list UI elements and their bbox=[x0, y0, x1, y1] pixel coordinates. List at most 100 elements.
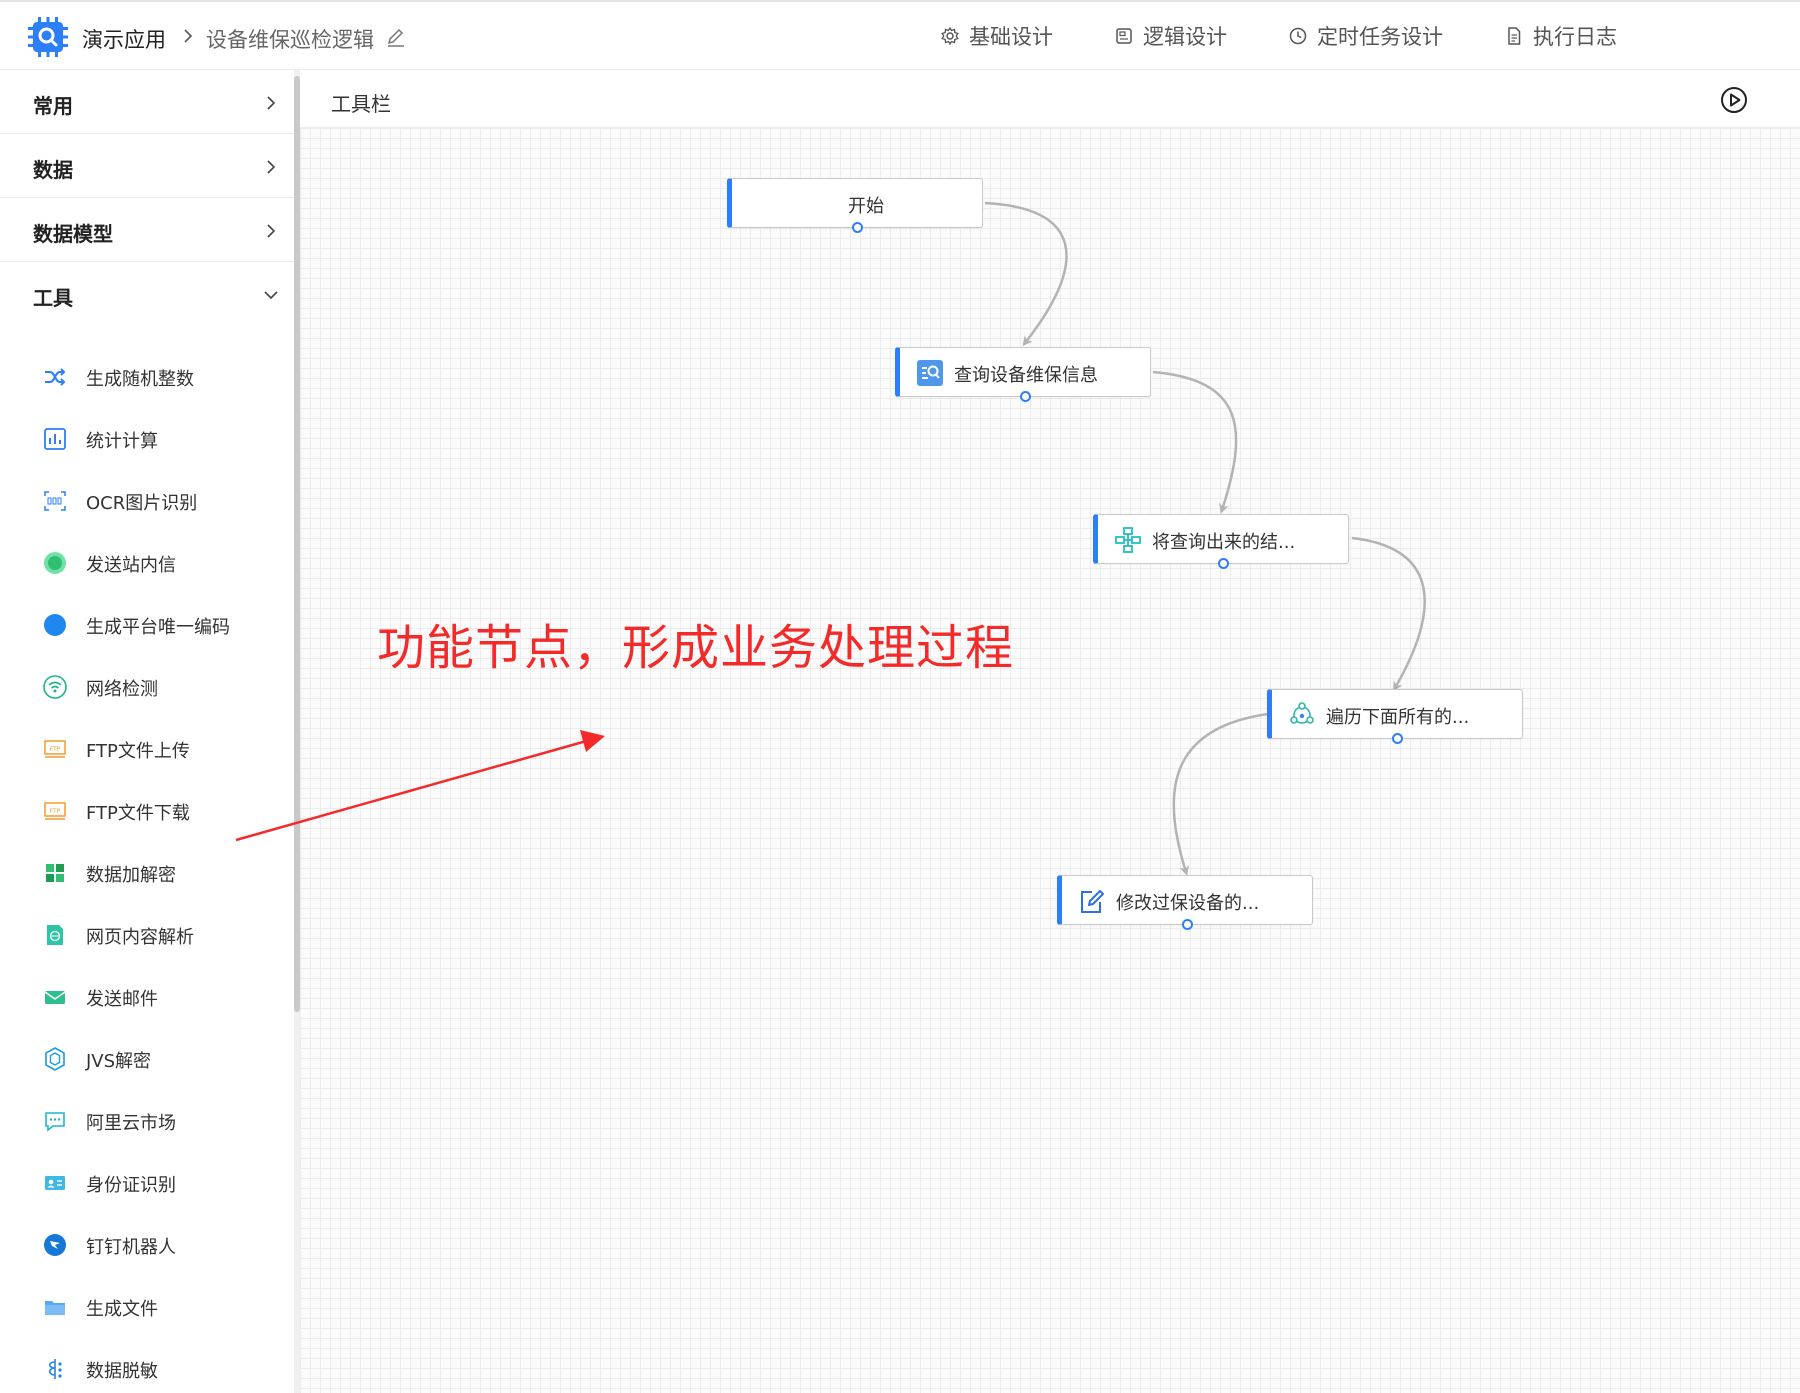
svg-text:FTP: FTP bbox=[50, 808, 61, 815]
wifi-icon bbox=[43, 675, 67, 699]
category-tools[interactable]: 工具 bbox=[0, 262, 294, 326]
toolbar-title: 工具栏 bbox=[331, 92, 391, 116]
node-start[interactable]: 开始 bbox=[727, 178, 983, 228]
category-label: 数据 bbox=[33, 158, 73, 182]
node-query-maintenance-output-port[interactable] bbox=[1020, 391, 1031, 402]
app-logo-icon[interactable] bbox=[28, 17, 68, 57]
tool-label: FTP文件上传 bbox=[86, 741, 190, 762]
node-transform-result[interactable]: 将查询出来的结... bbox=[1093, 514, 1349, 564]
tool-random-integer[interactable]: 生成随机整数 bbox=[0, 354, 294, 400]
page-name: 设备维保巡检逻辑 bbox=[206, 28, 374, 52]
sidebar-scrollbar-thumb[interactable] bbox=[294, 76, 300, 1012]
node-update-expired[interactable]: 修改过保设备的... bbox=[1057, 875, 1313, 925]
node-loop-all[interactable]: 遍历下面所有的... bbox=[1267, 689, 1523, 739]
loop-icon bbox=[1290, 702, 1314, 724]
node-update-expired-output-port[interactable] bbox=[1182, 919, 1193, 930]
tool-id-card-recognition[interactable]: 身份证识别 bbox=[0, 1160, 294, 1206]
tool-statistics[interactable]: 统计计算 bbox=[0, 416, 294, 462]
ocr-icon bbox=[44, 491, 66, 511]
tool-label: 网页内容解析 bbox=[86, 927, 194, 948]
tool-jvs-decrypt[interactable]: JVS解密 bbox=[0, 1036, 294, 1082]
svg-text:FTP: FTP bbox=[50, 746, 61, 753]
category-label: 常用 bbox=[33, 94, 73, 118]
tab-execution-log[interactable]: 执行日志 bbox=[1504, 16, 1617, 56]
tool-generate-file[interactable]: 生成文件 bbox=[0, 1284, 294, 1330]
tool-ocr[interactable]: OCR图片识别 bbox=[0, 478, 294, 524]
tab-basic-design[interactable]: 基础设计 bbox=[940, 16, 1053, 56]
node-label: 查询设备维保信息 bbox=[954, 365, 1098, 386]
tool-network-check[interactable]: 网络检测 bbox=[0, 664, 294, 710]
mail-icon bbox=[44, 991, 66, 1004]
category-data[interactable]: 数据 bbox=[0, 134, 294, 198]
query-icon bbox=[917, 360, 943, 386]
tool-label: 数据脱敏 bbox=[86, 1361, 158, 1382]
tool-send-email[interactable]: 发送邮件 bbox=[0, 974, 294, 1020]
tool-label: 钉钉机器人 bbox=[86, 1237, 176, 1258]
tool-ftp-download[interactable]: FTP FTP文件下载 bbox=[0, 788, 294, 834]
tool-label: 数据加解密 bbox=[86, 865, 176, 886]
gear-icon bbox=[941, 26, 959, 46]
node-label: 开始 bbox=[848, 196, 884, 217]
node-query-maintenance[interactable]: 查询设备维保信息 bbox=[895, 347, 1151, 397]
chevron-down-icon bbox=[264, 291, 278, 300]
tab-logic-design[interactable]: 逻辑设计 bbox=[1114, 16, 1227, 56]
tool-ftp-upload[interactable]: FTP FTP文件上传 bbox=[0, 726, 294, 772]
chevron-right-icon bbox=[267, 160, 276, 174]
tool-label: 生成平台唯一编码 bbox=[86, 617, 230, 638]
annotation-text: 功能节点，形成业务处理过程 bbox=[377, 620, 1015, 676]
tool-unique-code[interactable]: 生成平台唯一编码 bbox=[0, 602, 294, 648]
tool-send-internal-message[interactable]: 发送站内信 bbox=[0, 540, 294, 586]
document-icon bbox=[1508, 27, 1521, 45]
shuffle-icon bbox=[45, 368, 66, 386]
category-label: 工具 bbox=[33, 286, 73, 310]
flow-canvas[interactable] bbox=[300, 128, 1800, 1393]
ftp-upload-icon: FTP bbox=[44, 740, 66, 758]
id-card-icon bbox=[45, 1176, 65, 1190]
tool-data-desensitize[interactable]: 数据脱敏 bbox=[0, 1346, 294, 1392]
chevron-right-icon bbox=[184, 29, 193, 43]
app-name[interactable]: 演示应用 bbox=[82, 28, 166, 52]
tab-basic-design-label: 基础设计 bbox=[969, 25, 1053, 49]
node-transform-result-output-port[interactable] bbox=[1218, 558, 1229, 569]
node-start-output-port[interactable] bbox=[852, 222, 863, 233]
hexagon-icon bbox=[45, 1047, 65, 1071]
tool-dingtalk-robot[interactable]: 钉钉机器人 bbox=[0, 1222, 294, 1268]
tab-scheduled-task-design[interactable]: 定时任务设计 bbox=[1288, 16, 1443, 56]
chevron-right-icon bbox=[267, 224, 276, 238]
dingtalk-icon bbox=[44, 1234, 66, 1256]
component-sidebar: 常用 数据 数据模型 工具 生成随机整数 统计计算 bbox=[0, 70, 294, 1393]
chat-icon bbox=[45, 1112, 65, 1132]
play-icon[interactable] bbox=[1720, 86, 1748, 114]
tab-execution-log-label: 执行日志 bbox=[1533, 25, 1617, 49]
tab-logic-design-label: 逻辑设计 bbox=[1143, 25, 1227, 49]
category-data-model[interactable]: 数据模型 bbox=[0, 198, 294, 262]
tool-web-parse[interactable]: 网页内容解析 bbox=[0, 912, 294, 958]
tool-label: 生成文件 bbox=[86, 1299, 158, 1320]
desensitize-icon bbox=[48, 1359, 62, 1379]
tool-encrypt-decrypt[interactable]: 数据加解密 bbox=[0, 850, 294, 896]
message-icon bbox=[44, 552, 66, 574]
flow-icon bbox=[1115, 527, 1141, 553]
logic-icon bbox=[1116, 28, 1132, 44]
canvas-toolbar bbox=[300, 70, 1800, 128]
tool-label: FTP文件下载 bbox=[86, 803, 190, 824]
pencil-icon[interactable] bbox=[385, 26, 407, 48]
node-label: 将查询出来的结... bbox=[1152, 532, 1296, 553]
clock-icon bbox=[1289, 27, 1307, 45]
tool-label: 网络检测 bbox=[86, 679, 158, 700]
tool-label: 发送邮件 bbox=[86, 989, 158, 1010]
tool-label: 生成随机整数 bbox=[86, 369, 194, 390]
tool-label: 统计计算 bbox=[86, 431, 158, 452]
circle-icon bbox=[44, 614, 66, 636]
ftp-download-icon: FTP bbox=[44, 802, 66, 820]
tool-label: 身份证识别 bbox=[86, 1175, 176, 1196]
tool-label: 阿里云市场 bbox=[86, 1113, 176, 1134]
folder-icon bbox=[45, 1301, 65, 1315]
shield-icon bbox=[46, 864, 64, 882]
web-page-icon bbox=[47, 925, 63, 945]
category-common[interactable]: 常用 bbox=[0, 70, 294, 134]
tool-label: 发送站内信 bbox=[86, 555, 176, 576]
node-loop-all-output-port[interactable] bbox=[1392, 733, 1403, 744]
tool-aliyun-market[interactable]: 阿里云市场 bbox=[0, 1098, 294, 1144]
tool-label: JVS解密 bbox=[86, 1051, 152, 1072]
